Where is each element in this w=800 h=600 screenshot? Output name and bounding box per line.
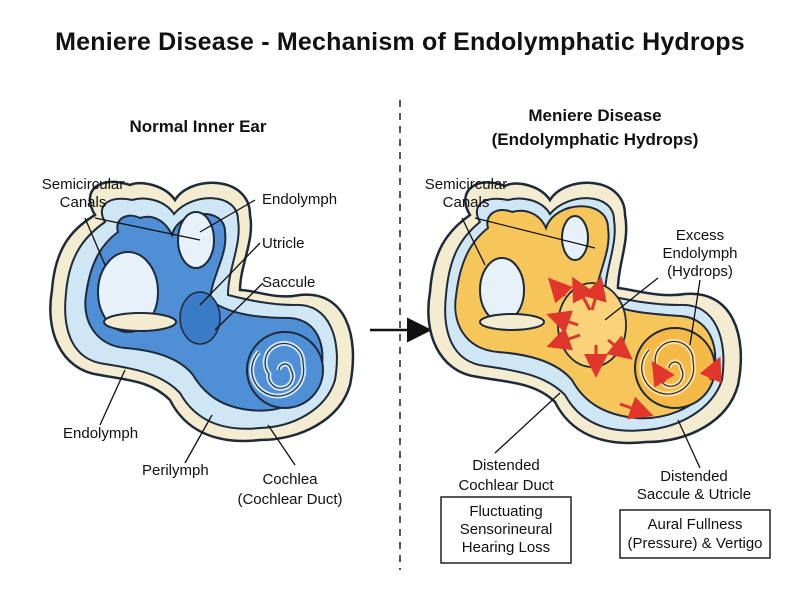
left-label-saccule: Saccule [262,274,315,291]
left-canal-loop-horizontal [103,312,177,332]
right-canal-loop-left [479,257,525,323]
left-panel-heading: Normal Inner Ear [130,117,267,136]
left-label-utricle: Utricle [262,235,305,252]
right-label-saccule-utricle-line2: Saccule & Utricle [637,486,751,503]
symptom-fullness-line2: (Pressure) & Vertigo [627,535,762,552]
right-label-excess-line2: Endolymph [662,245,737,262]
left-vestibule [179,291,221,345]
symptom-box-aural-fullness: Aural Fullness (Pressure) & Vertigo [619,509,771,559]
normal-inner-ear-illustration [49,180,355,443]
page-title: Meniere Disease - Mechanism of Endolymph… [55,28,745,56]
symptom-box-hearing-loss: Fluctuating Sensorineural Hearing Loss [440,496,572,564]
left-canal-loop-top [177,211,215,269]
left-canal-loop-left [97,251,159,333]
right-canal-loop-horizontal [479,313,545,331]
right-canal-loop-top [561,215,589,261]
hydrops-inner-ear-illustration [427,181,743,445]
symptom-hearing-line1: Fluctuating [469,503,542,520]
left-label-semicircular-line1: Semicircular [42,176,125,193]
right-label-semicircular-line1: Semicircular [425,176,508,193]
left-leader-lines [84,199,296,466]
left-label-perilymph: Perilymph [142,462,209,479]
right-label-semicircular-line2: Canals [443,194,490,211]
right-panel-heading-line2: (Endolymphatic Hydrops) [492,130,699,149]
right-label-cochlear-duct-line2: Cochlear Duct [458,477,554,494]
symptom-fullness-line1: Aural Fullness [647,516,742,533]
symptom-hearing-line3: Hearing Loss [462,539,550,556]
right-label-cochlear-duct-line1: Distended [472,457,540,474]
pressure-arrows [546,276,722,420]
right-label-saccule-utricle-line1: Distended [660,468,728,485]
left-label-semicircular-line2: Canals [60,194,107,211]
left-label-endolymph-bottom: Endolymph [63,425,138,442]
right-panel-heading-line1: Meniere Disease [528,106,661,125]
right-leader-lines [461,217,701,469]
right-label-excess-line1: Excess [676,227,724,244]
right-label-excess-line3: (Hydrops) [667,263,733,280]
left-label-cochlea-line2: (Cochlear Duct) [237,491,342,508]
left-label-cochlea-line1: Cochlea [262,471,318,488]
symptom-hearing-line2: Sensorineural [460,521,553,538]
right-distended-vestibule [557,282,627,368]
left-label-endolymph-top: Endolymph [262,191,337,208]
